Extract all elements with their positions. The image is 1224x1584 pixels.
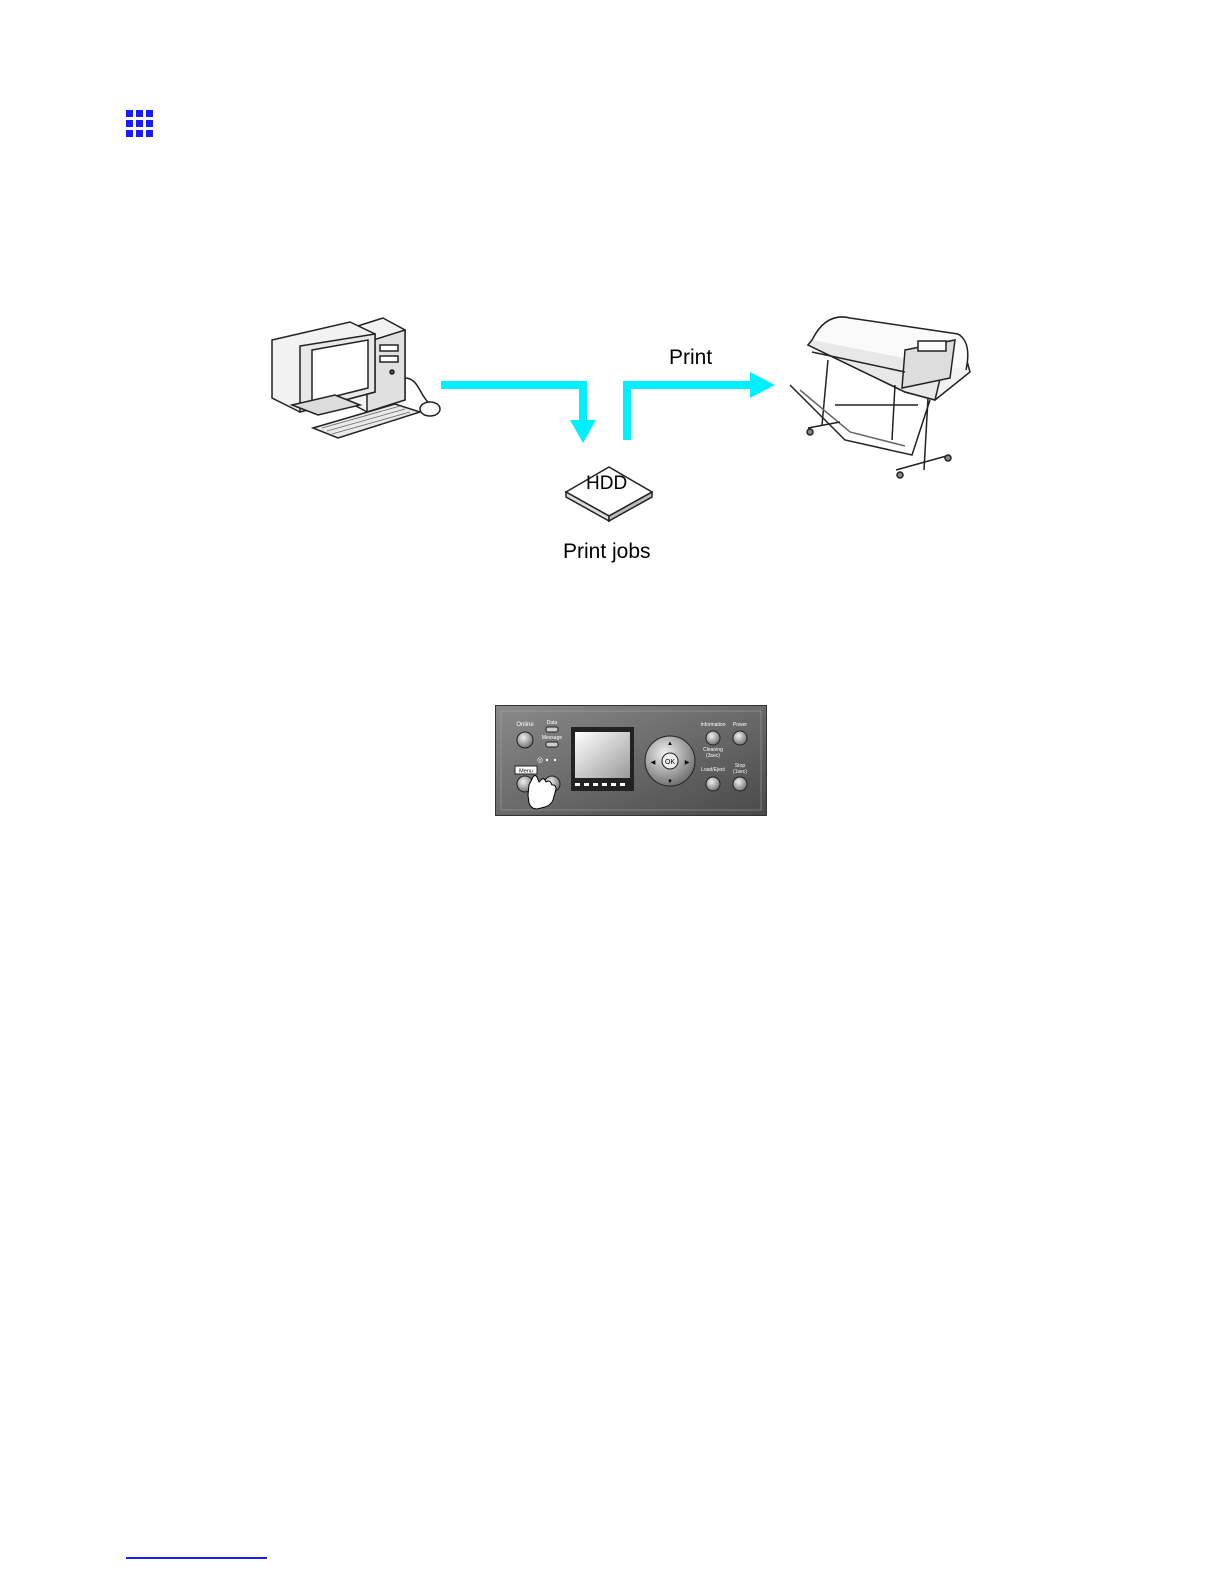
print-workflow-diagram: Print HDD Print jobs: [0, 0, 1224, 620]
stop-button[interactable]: [733, 777, 747, 791]
online-label: Online: [516, 722, 534, 728]
print-label: Print: [669, 346, 712, 370]
online-button[interactable]: [517, 732, 533, 748]
stop-sub-label: (1sec): [733, 769, 747, 775]
svg-text:▲: ▲: [667, 741, 673, 747]
print-jobs-label: Print jobs: [563, 540, 651, 564]
information-label: Information: [700, 722, 725, 728]
svg-text:◀: ◀: [651, 760, 656, 766]
svg-text:▼: ▼: [667, 779, 673, 785]
computer-icon: [272, 318, 440, 438]
cleaning-sub-label: (3sec): [706, 753, 720, 759]
load-eject-label: Load/Eject: [701, 767, 725, 773]
control-panel-image: Online Data Message ◎ Menu OK ▲ ▼ ◀ ▶ In…: [495, 705, 767, 816]
svg-text:▶: ▶: [685, 760, 690, 766]
printer-icon: [790, 317, 970, 478]
menu-label: Menu: [519, 769, 533, 775]
hdd-label: HDD: [586, 473, 627, 495]
svg-text:◎: ◎: [537, 757, 543, 764]
load-eject-button[interactable]: [706, 777, 720, 791]
data-label: Data: [547, 720, 558, 726]
ok-label: OK: [665, 759, 675, 766]
power-label: Power: [733, 722, 748, 728]
power-button[interactable]: [733, 731, 747, 745]
message-label: Message: [542, 735, 563, 741]
information-button[interactable]: [706, 731, 720, 745]
footer-link-underline[interactable]: [126, 1557, 267, 1559]
